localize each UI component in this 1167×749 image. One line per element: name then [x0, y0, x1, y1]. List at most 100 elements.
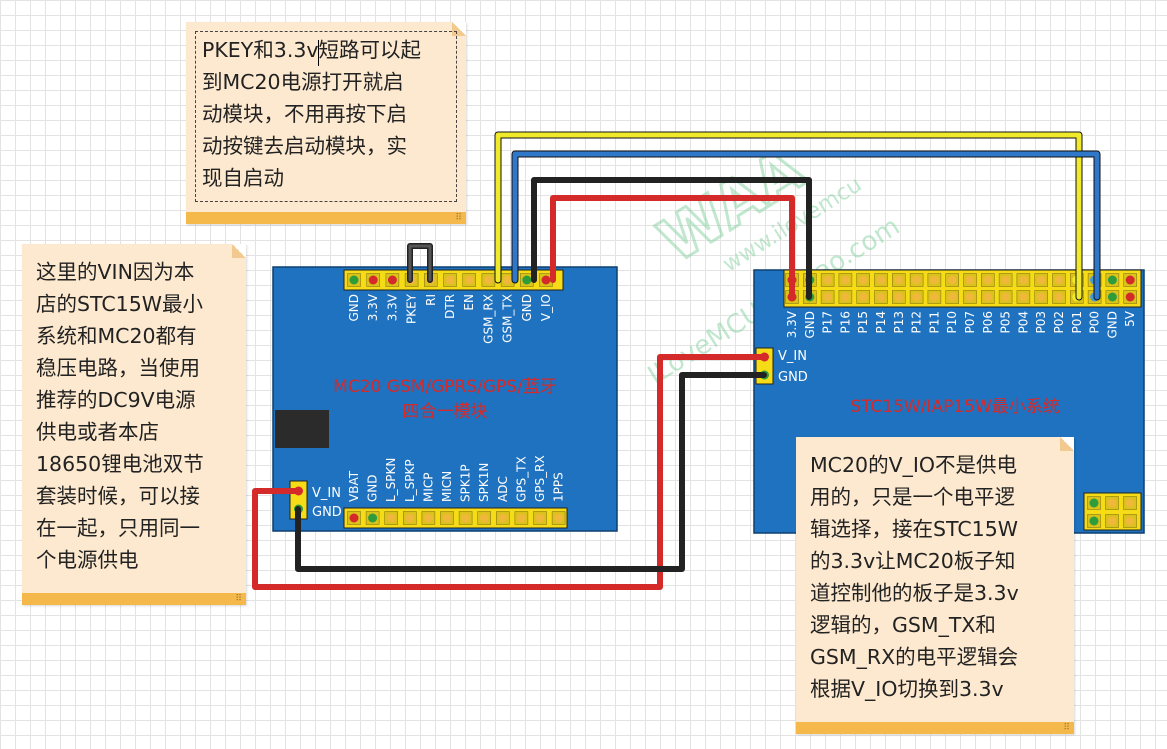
stc-top-header [783, 269, 1142, 308]
mc20-bottom-pin [461, 513, 471, 523]
mc20-bottom-pin-label: GPS_TX [514, 456, 528, 502]
stc-top-row2-pin [1018, 292, 1028, 302]
stc-top-row1-pin [840, 275, 850, 285]
note-bar [22, 593, 246, 605]
mc20-bottom-pin-label: 1PPS [552, 472, 566, 502]
note-left-line-2: 店的STC15W最小 [36, 292, 204, 316]
mc20-top-pin [387, 275, 397, 285]
stc-top-pin-label: P01 [1070, 311, 1084, 334]
stc-top-pin-label: P14 [874, 311, 888, 334]
stc-top-pin-label: P17 [821, 311, 835, 334]
stc-top-pin-label: P11 [927, 311, 941, 334]
stc-top-pin-label: P00 [1088, 311, 1102, 334]
stc-top-row2-pin [894, 292, 904, 302]
note-right-line-3: 辑选择，接在STC15W [810, 517, 1019, 541]
mc20-top-pin [464, 275, 474, 285]
note-right-line-4: 的3.3v让MC20板子知 [810, 549, 1016, 573]
note-left-line-10: 个电源供电 [36, 548, 139, 572]
stc-top-row2-pin [1125, 292, 1135, 302]
mc20-bottom-pin [423, 513, 433, 523]
resize-grip-icon[interactable]: ⠿ [1063, 723, 1070, 733]
stc-top-pin-label: 5V [1123, 310, 1137, 327]
stc-top-pin-label: GND [1105, 311, 1119, 339]
mc20-top-pin-label: GSM_TX [501, 294, 515, 343]
stc-top-row2-pin [1001, 292, 1011, 302]
mc20-pcb [272, 266, 618, 532]
mc20-top-pin-label: PKEY [405, 293, 419, 324]
note-top-line-4: 动按键去启动模块，实 [202, 134, 407, 158]
stc-top-pin-label: P16 [838, 311, 852, 334]
stc-top-pin-label: GND [803, 311, 817, 339]
note-top-line-2: 到MC20电源打开就启 [202, 70, 404, 94]
mc20-top-pin-label: DTR [443, 294, 457, 319]
stc-top-row1-pin [1001, 275, 1011, 285]
note-top-line-1: PKEY和3.3v短路可以起 [202, 38, 422, 62]
note-pkey-autostart: PKEY和3.3v短路可以起 到MC20电源打开就启 动模块，不用再按下启 动按… [186, 22, 466, 224]
mc20-bottom-pin-label: GPS_RX [533, 455, 547, 502]
mc20-top-pin-label: V_IO [539, 294, 553, 321]
note-left-line-8: 套装时候，可以接 [36, 484, 200, 508]
mc20-bottom-pin-label: L_SPKP [403, 459, 417, 502]
stc-top-row2-pin [929, 292, 939, 302]
mc20-top-pin [503, 275, 513, 285]
mc20-bottom-pin [535, 513, 545, 523]
note-fold-corner [232, 244, 246, 258]
mc20-bottom-pin [386, 513, 396, 523]
resize-grip-icon[interactable]: ⠿ [455, 213, 462, 223]
mc20-top-pin-label: GSM_RX [481, 294, 495, 344]
mc20-bottom-pin [442, 513, 452, 523]
mc20-bottom-pin [554, 513, 564, 523]
wire-red-vio-3v3 [550, 195, 795, 300]
note-shared-power: 这里的VIN因为本 店的STC15W最小 系统和MC20都有 稳压电路，当使用 … [22, 244, 246, 605]
note-dashed-frame [195, 31, 457, 202]
mc20-top-pin [541, 275, 551, 285]
stc-top-row2-pin [858, 292, 868, 302]
note-right-line-2: 用的，只是一个电平逻 [810, 485, 1015, 509]
stc-top-pin-label: P15 [856, 311, 870, 334]
mc20-vin-label: V_IN [312, 486, 341, 501]
mc20-top-pin [522, 275, 532, 285]
note-left-line-9: 在一起，只用同一 [36, 516, 200, 540]
stc-top-row2-pin [1054, 292, 1064, 302]
note-right-line-8: 根据V_IO切换到3.3v [810, 677, 1004, 701]
stc-top-row1-pin [1018, 275, 1028, 285]
wire-black-gnd-gnd-power [295, 372, 767, 572]
mc20-gnd-label: GND [312, 505, 342, 520]
stc-top-row2-pin [912, 292, 922, 302]
stc-corner-row2-pin [1107, 516, 1117, 526]
note-bar [796, 722, 1074, 734]
stc-top-row1-pin [983, 275, 993, 285]
stc-top-pin-label: P06 [981, 311, 995, 334]
mc20-title-line1: MC20 GSM/GPRS/GPS/蓝牙 [333, 377, 557, 397]
stc-top-pin-label: P03 [1034, 311, 1048, 334]
stc-top-row1-pin [912, 275, 922, 285]
resize-grip-icon[interactable]: ⠿ [235, 594, 242, 604]
mc20-title-line2: 四合一模块 [403, 402, 488, 422]
note-left-line-3: 系统和MC20都有 [36, 324, 197, 348]
note-right-line-7: GSM_RX的电平逻辑会 [810, 645, 1019, 669]
stc-top-row1-pin [894, 275, 904, 285]
mc20-bottom-pin-label: ADC [496, 476, 510, 502]
note-left-line-1: 这里的VIN因为本 [36, 260, 195, 284]
wire-yellow-gsmrx-p01-fill [495, 132, 1082, 300]
mc20-bottom-pin-label: SPK1P [459, 464, 473, 502]
text-cursor [318, 40, 319, 66]
note-top-line-5: 现自启动 [202, 166, 284, 190]
mc20-bottom-header [343, 507, 568, 529]
mc20-top-pin [445, 275, 455, 285]
stc-top-row1-pin [876, 275, 886, 285]
mc20-top-pin-label: 3.3V [366, 293, 380, 321]
stc-top-pin-label: P07 [963, 311, 977, 334]
stc-top-row2-pin [1036, 292, 1046, 302]
stc-top-pin-label: 3.3V [785, 310, 799, 338]
stc-corner-row2-pin [1125, 516, 1135, 526]
mc20-bottom-pin [479, 513, 489, 523]
mc20-top-pin-label: RI [424, 294, 438, 306]
stc-top-row2-pin [983, 292, 993, 302]
mc20-bottom-pin [516, 513, 526, 523]
stc-top-row1-pin [823, 275, 833, 285]
stc-top-pin-label: P02 [1052, 311, 1066, 334]
wires [252, 131, 1101, 590]
